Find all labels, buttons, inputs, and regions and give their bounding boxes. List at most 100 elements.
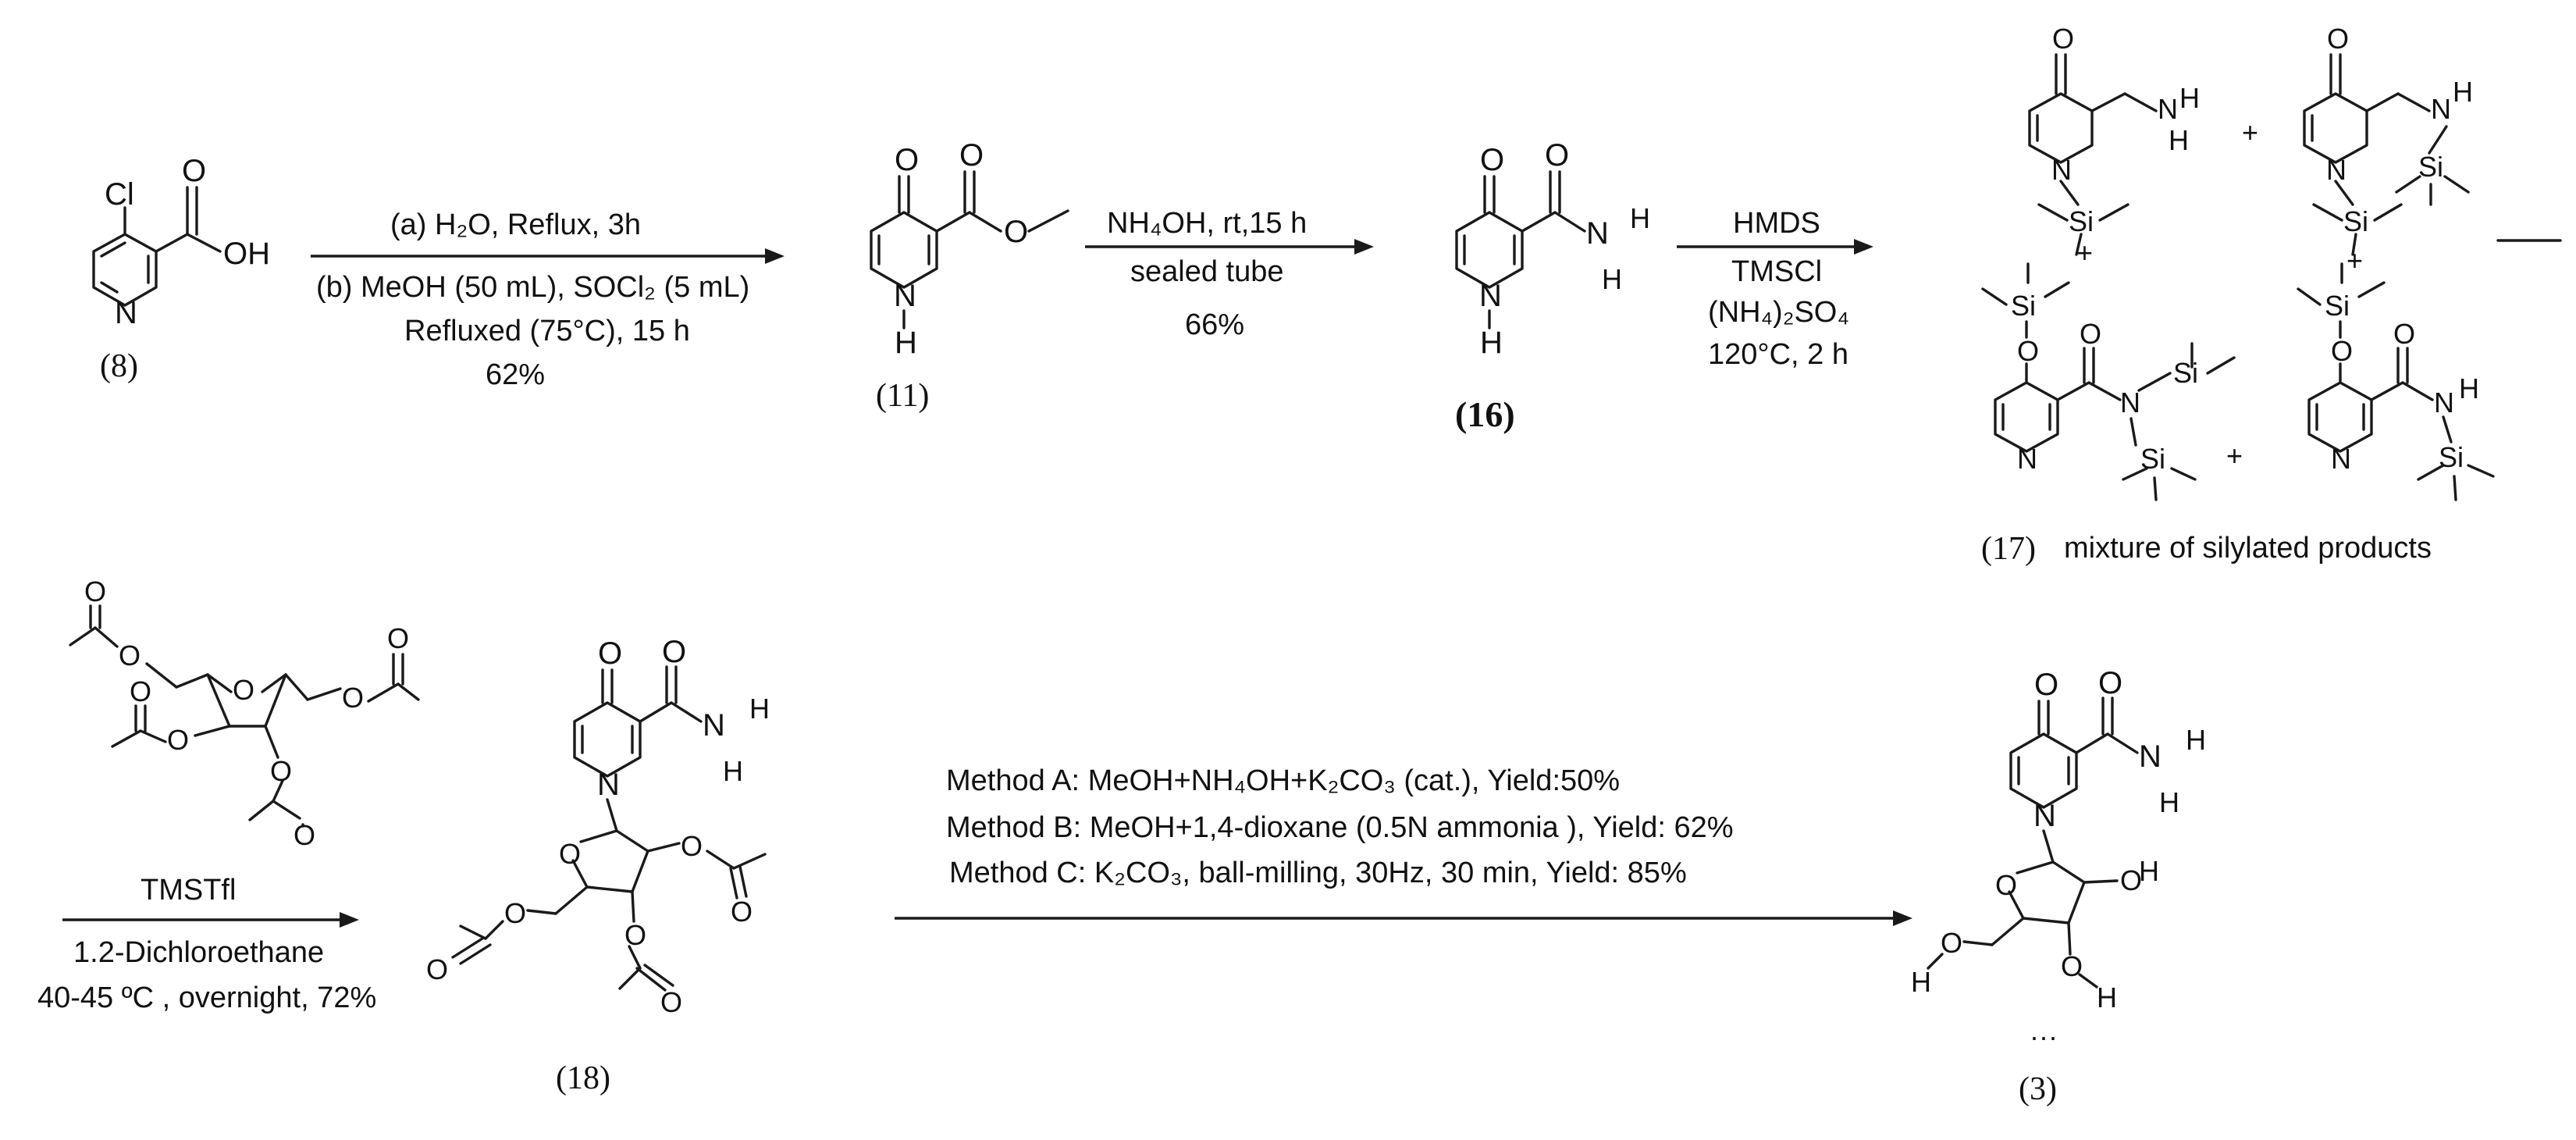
ring-nitrogen: N <box>1479 279 1502 313</box>
step2-condition-a: NH₄OH, rt,15 h <box>1107 207 1307 240</box>
step4-condition-c: 40-45 ºC , overnight, 72% <box>37 981 376 1014</box>
compound-17-caption: mixture of silylated products <box>2064 532 2432 565</box>
nh-hydrogen: H <box>895 326 917 360</box>
amide-oxygen: O <box>1545 138 1569 173</box>
ribose-tetraacetate-structure: O O O O O O O O O <box>69 575 420 851</box>
hydroxyl-group: OH <box>223 237 270 271</box>
compound-18-label: (18) <box>556 1060 610 1096</box>
silicon: Si <box>2140 443 2165 475</box>
carbonyl-oxygen: O <box>182 154 206 188</box>
step4-condition-b: 1.2-Dichloroethane <box>73 936 324 969</box>
nh-hydrogen: H <box>1480 326 1503 360</box>
plus-sign: + <box>2242 116 2258 148</box>
compound-3-structure: O O N H H N O O H O H O H ··· <box>1911 666 2206 1053</box>
hydroxyl-oxygen: O <box>2120 864 2142 896</box>
step3-condition-a: HMDS <box>1733 207 1820 240</box>
oxygen: O <box>2080 318 2101 350</box>
step2-yield: 66% <box>1185 308 1244 341</box>
oxygen: O <box>167 724 189 756</box>
nitrogen: N <box>2434 387 2454 419</box>
oxygen: O <box>294 819 315 851</box>
ester-oxygen: O <box>1004 215 1028 249</box>
oxygen: O <box>119 639 141 672</box>
amide-hydrogen-2: H <box>1602 263 1622 295</box>
amide-hydrogen-1: H <box>2186 724 2206 756</box>
plus-sign: + <box>2226 440 2243 472</box>
compound-16-label: (16) <box>1455 394 1515 434</box>
arrowhead-4 <box>340 912 359 928</box>
oxygen: O <box>426 953 448 985</box>
step2-condition-b: sealed tube <box>1130 255 1284 288</box>
ring-nitrogen: N <box>115 296 137 330</box>
nitrogen: N <box>2431 93 2451 125</box>
step3-condition-c: (NH₄)₂SO₄ <box>1708 296 1849 329</box>
oxygen: O <box>84 575 106 607</box>
pyridone-oxygen: O <box>1480 143 1504 177</box>
hydroxyl-oxygen: O <box>2061 950 2083 982</box>
dots: ··· <box>2030 1021 2058 1053</box>
compound-17-structure: O N Si N H H + O N Si N H Si + + <box>1981 23 2562 501</box>
nitrogen: N <box>2326 154 2347 186</box>
nitrogen: N <box>2331 443 2351 475</box>
oxygen: O <box>2331 335 2353 367</box>
compound-11-label: (11) <box>876 378 929 414</box>
silicon: Si <box>2069 205 2094 237</box>
nitrogen: N <box>2158 93 2178 125</box>
hydrogen: H <box>2179 82 2200 114</box>
step1-condition-a: (a) H₂O, Reflux, 3h <box>390 208 641 241</box>
hydrogen: H <box>2459 372 2479 404</box>
ester-carbonyl-oxygen: O <box>959 138 984 173</box>
arrowhead-2 <box>1354 239 1374 255</box>
ring-nitrogen: N <box>894 279 916 313</box>
oxygen: O <box>130 675 151 707</box>
oxygen: O <box>270 755 292 787</box>
compound-8-structure: Cl O OH N <box>92 154 270 330</box>
amide-hydrogen-1: H <box>749 693 770 725</box>
silicon: Si <box>2011 290 2036 322</box>
amide-nitrogen: N <box>2139 739 2161 774</box>
compound-11-structure: O O O N H <box>870 138 1069 360</box>
silicon: Si <box>2173 357 2198 389</box>
amide-hydrogen-1: H <box>1630 202 1650 234</box>
oxygen: O <box>731 896 753 928</box>
oxygen: O <box>387 622 409 654</box>
step5-method-a: Method A: MeOH+NH₄OH+K₂CO₃ (cat.), Yield… <box>946 764 1620 797</box>
compound-16-structure: O O N H H N H <box>1455 138 1650 360</box>
oxygen: O <box>2393 318 2415 350</box>
oxygen: O <box>624 919 646 951</box>
ring-oxygen: O <box>559 838 581 870</box>
compound-17-label: (17) <box>1981 531 2036 567</box>
amide-nitrogen: N <box>1586 216 1609 251</box>
nitrogen: N <box>2120 387 2140 419</box>
amide-oxygen: O <box>662 635 686 669</box>
amide-hydrogen-2: H <box>723 755 743 787</box>
step1-condition-b: (b) MeOH (50 mL), SOCl₂ (5 mL) <box>316 271 749 304</box>
plus-sign: + <box>2347 244 2363 276</box>
arrowhead-3 <box>1854 239 1873 255</box>
ring-nitrogen: N <box>597 768 620 802</box>
ring-oxygen: O <box>1995 869 2017 901</box>
pyridone-oxygen: O <box>895 143 919 177</box>
amide-oxygen: O <box>2098 666 2122 700</box>
oxygen: O <box>342 682 364 714</box>
arrowhead-5 <box>1893 910 1912 926</box>
step5-method-b: Method B: MeOH+1,4-dioxane (0.5N ammonia… <box>946 811 1734 844</box>
step1-condition-c: Refluxed (75°C), 15 h <box>404 315 690 347</box>
ring-nitrogen: N <box>2033 799 2056 833</box>
nitrogen: N <box>2051 154 2072 186</box>
silicon: Si <box>2343 205 2368 237</box>
pyridone-oxygen: O <box>2034 668 2058 702</box>
compound-8-label: (8) <box>100 348 138 384</box>
ring-oxygen: O <box>233 674 254 706</box>
oxygen: O <box>681 830 703 862</box>
step5-method-c: Method C: K₂CO₃, ball-milling, 30Hz, 30 … <box>949 857 1687 889</box>
chlorine-atom: Cl <box>105 177 134 212</box>
plus-sign: + <box>2076 237 2093 269</box>
amide-nitrogen: N <box>703 708 725 743</box>
hydroxyl-oxygen: O <box>1941 927 1962 959</box>
hydroxyl-hydrogen: H <box>2139 855 2159 887</box>
hydrogen: H <box>2453 76 2473 108</box>
oxygen: O <box>2017 335 2039 367</box>
compound-3-label: (3) <box>2019 1071 2057 1107</box>
